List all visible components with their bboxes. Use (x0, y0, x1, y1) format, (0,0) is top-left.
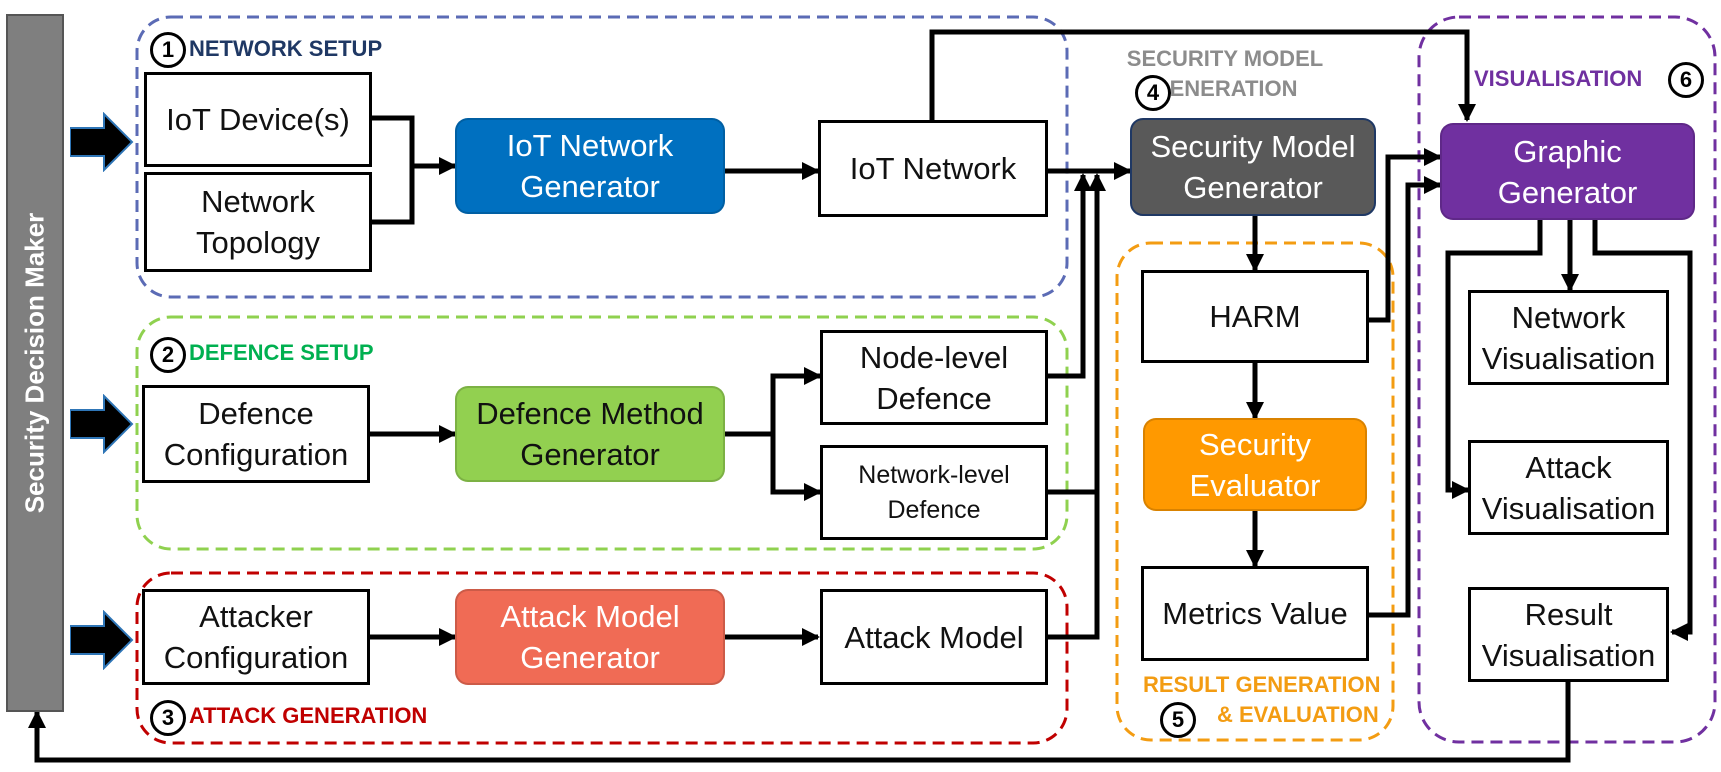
step-number-3: 3 (150, 700, 186, 736)
entry-arrow-network (70, 112, 134, 172)
step-number-4: 4 (1135, 75, 1171, 111)
defence-setup-label: DEFENCE SETUP (189, 340, 374, 365)
step-number-6: 6 (1668, 62, 1704, 98)
attack-visualisation-box: Attack Visualisation (1468, 440, 1669, 535)
defence-method-generator-box: Defence Method Generator (455, 386, 725, 482)
entry-arrow-attack (70, 610, 134, 670)
result-generation-label-line2: & EVALUATION (1217, 702, 1379, 727)
attacker-configuration-box: Attacker Configuration (142, 589, 370, 685)
step-number-1: 1 (150, 32, 186, 68)
entry-arrow-defence (70, 394, 134, 454)
security-decision-maker-label: Security Decision Maker (19, 212, 50, 514)
iot-network-box: IoT Network (818, 120, 1048, 217)
security-model-generator-box: Security Model Generator (1130, 118, 1376, 216)
harm-box: HARM (1141, 270, 1369, 363)
result-generation-label-line1: RESULT GENERATION (1143, 672, 1381, 697)
visualisation-label: VISUALISATION (1474, 66, 1643, 91)
defence-setup-frame (135, 315, 1069, 551)
step-number-2: 2 (150, 337, 186, 373)
metrics-value-box: Metrics Value (1141, 566, 1369, 661)
security-decision-maker-bar: Security Decision Maker (6, 14, 64, 712)
graphic-generator-box: Graphic Generator (1440, 123, 1695, 220)
iot-devices-box: IoT Device(s) (144, 72, 372, 167)
defence-configuration-box: Defence Configuration (142, 385, 370, 483)
network-setup-label: NETWORK SETUP (189, 36, 383, 61)
result-visualisation-box: Result Visualisation (1468, 587, 1669, 682)
iot-network-generator-box: IoT Network Generator (455, 118, 725, 214)
network-level-defence-box: Network-level Defence (820, 445, 1048, 540)
security-evaluator-box: Security Evaluator (1143, 418, 1367, 511)
step-number-5: 5 (1160, 702, 1196, 738)
attack-generation-frame (135, 571, 1069, 745)
attack-model-generator-box: Attack Model Generator (455, 589, 725, 685)
attack-model-box: Attack Model (820, 589, 1048, 685)
network-visualisation-box: Network Visualisation (1468, 290, 1669, 385)
node-level-defence-box: Node-level Defence (820, 330, 1048, 425)
attack-generation-label: ATTACK GENERATION (189, 703, 428, 728)
network-topology-box: Network Topology (144, 172, 372, 272)
